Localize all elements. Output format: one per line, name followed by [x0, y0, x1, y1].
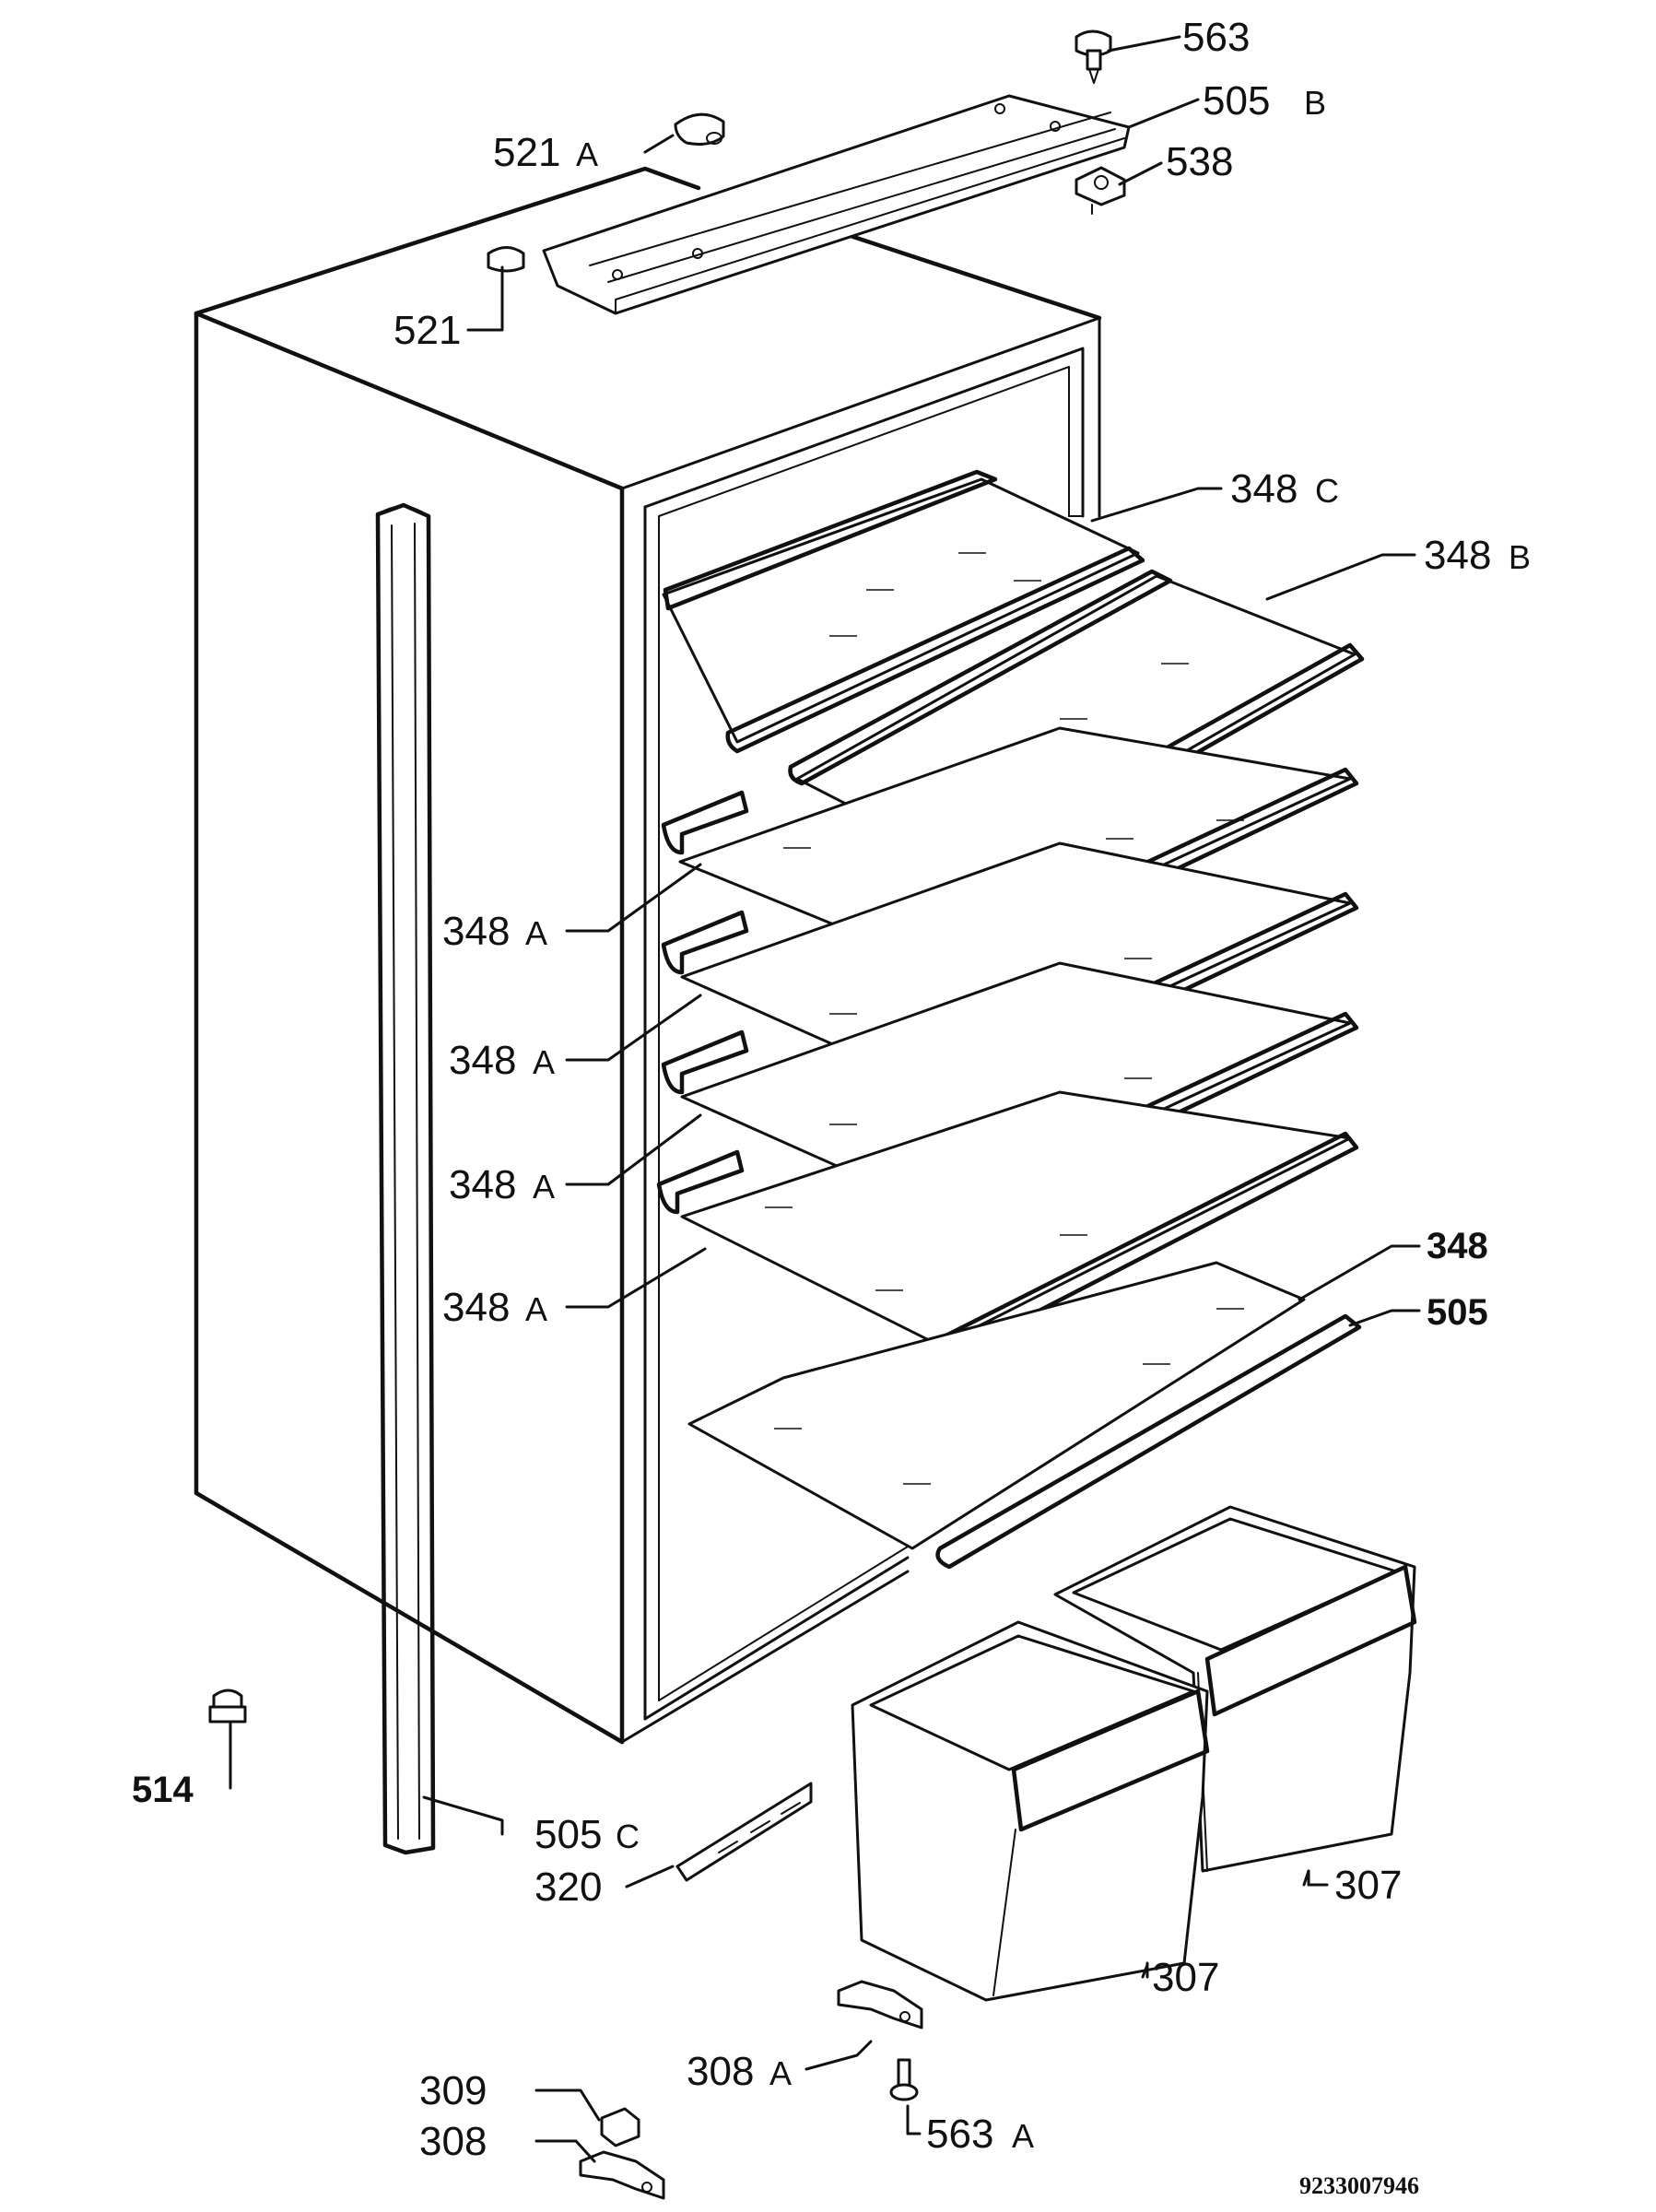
label-563: 563	[1182, 15, 1250, 60]
label-348a-4: 348	[442, 1285, 510, 1330]
label-505c: 505	[534, 1812, 602, 1857]
label-348c: 348	[1230, 466, 1298, 512]
part-521a-cap	[674, 112, 725, 146]
label-348a-1: 348	[442, 909, 510, 954]
label-521a-suffix: A	[576, 135, 598, 173]
label-348b-suffix: B	[1509, 538, 1531, 576]
label-307-right: 307	[1334, 1863, 1402, 1908]
label-308a: 308	[687, 2049, 754, 2094]
label-521: 521	[393, 308, 461, 353]
label-348a-3-suffix: A	[533, 1168, 555, 1206]
label-348a-4-suffix: A	[525, 1290, 547, 1328]
label-348a-3: 348	[449, 1162, 516, 1207]
label-514: 514	[132, 1770, 194, 1810]
part-labels: 563 505 B 521 A 538 521 348 C 348 B 348 …	[132, 15, 1531, 2199]
label-563a-suffix: A	[1012, 2117, 1034, 2155]
label-538: 538	[1166, 139, 1233, 184]
crisper-drawer-left	[851, 1620, 1210, 2002]
label-348b: 348	[1424, 533, 1491, 578]
shelf-348c	[662, 469, 1145, 754]
part-308a-bracket	[837, 1980, 923, 2030]
document-number: 9233007946	[1299, 2172, 1419, 2199]
part-538-hinge-pin	[1075, 166, 1126, 215]
shelf-348-plate	[687, 1261, 1306, 1550]
part-308-bracket	[579, 2150, 665, 2200]
part-320-rail	[675, 1782, 813, 1882]
label-308a-suffix: A	[769, 2054, 792, 2092]
label-320: 320	[534, 1865, 602, 1910]
label-505b: 505	[1203, 78, 1270, 124]
label-348a-2: 348	[449, 1038, 516, 1083]
label-505b-suffix: B	[1304, 84, 1326, 122]
label-348c-suffix: C	[1315, 472, 1339, 510]
leader-lines	[229, 35, 1421, 2163]
door-seal-strip	[375, 502, 436, 1855]
part-521-plug	[487, 246, 525, 273]
label-521a: 521	[493, 130, 560, 175]
label-348: 348	[1427, 1226, 1488, 1266]
label-307-left: 307	[1152, 1955, 1219, 2000]
top-hinge-bar	[542, 94, 1131, 315]
label-348a-2-suffix: A	[533, 1043, 555, 1081]
label-309: 309	[419, 2068, 487, 2113]
cabinet-body	[194, 166, 1102, 1745]
part-563a-screw	[889, 2058, 919, 2101]
label-505c-suffix: C	[616, 1818, 640, 1855]
label-348a-1-suffix: A	[525, 914, 547, 952]
profile-trim-505	[935, 1313, 1362, 1570]
label-563a: 563	[926, 2112, 993, 2157]
part-563-screw	[1075, 29, 1112, 84]
part-514-foot	[208, 1688, 247, 1724]
label-308: 308	[419, 2119, 487, 2164]
part-309-clip	[600, 2107, 640, 2147]
label-505: 505	[1427, 1292, 1488, 1333]
crisper-drawer-right	[1053, 1505, 1417, 1873]
